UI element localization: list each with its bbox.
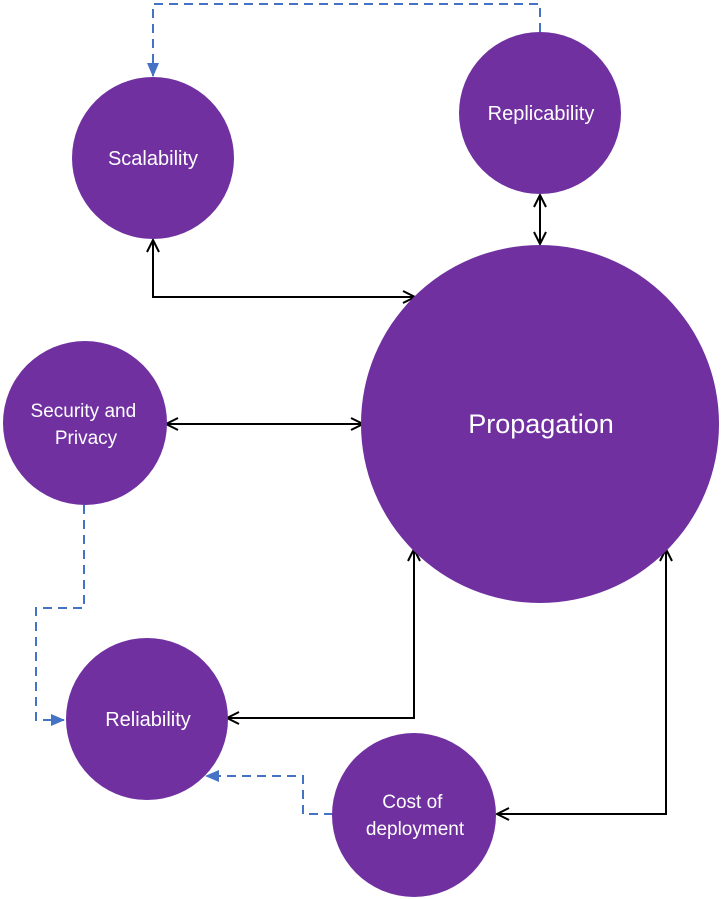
- node-scalability: Scalability: [72, 77, 234, 239]
- node-replicability: Replicability: [459, 32, 621, 194]
- node-propagation-circle: [361, 245, 719, 603]
- node-reliability: Reliability: [66, 638, 228, 800]
- dashed-connector-security-to-reliability: [35, 505, 85, 726]
- connector-scalability-propagation: [153, 240, 415, 297]
- node-replicability-circle: [459, 32, 621, 194]
- connector-propagation-reliability: [227, 549, 414, 718]
- node-security-and-privacy: Security and Privacy: [3, 341, 167, 505]
- connector-propagation-cost: [497, 549, 666, 814]
- node-cost-label: Cost of deployment: [366, 792, 465, 840]
- node-replicability-label: Replicability: [488, 103, 595, 125]
- node-propagation-label: Propagation: [468, 409, 614, 439]
- node-reliability-circle: [66, 638, 228, 800]
- node-propagation: Propagation: [361, 245, 719, 603]
- node-scalability-circle: [72, 77, 234, 239]
- node-cost-of-deployment: Cost of deployment: [332, 733, 496, 897]
- node-security-label: Security and Privacy: [31, 401, 142, 449]
- dashed-connector-cost-to-reliability: [205, 770, 333, 815]
- node-scalability-label: Scalability: [108, 148, 198, 170]
- dashed-connector-replicability-to-scalability: [147, 3, 541, 77]
- node-security-circle: [3, 341, 167, 505]
- node-reliability-label: Reliability: [105, 709, 191, 731]
- node-cost-circle: [332, 733, 496, 897]
